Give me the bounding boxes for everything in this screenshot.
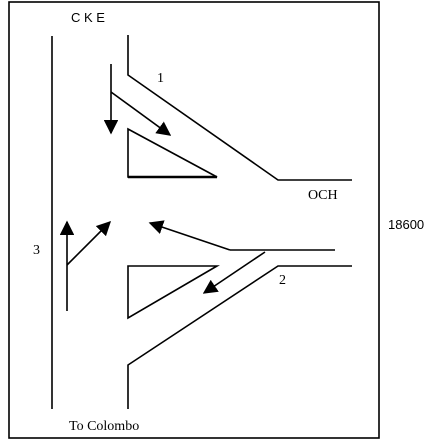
diagram-frame [8,1,380,439]
upper-island [127,127,218,178]
lower-island [127,265,220,320]
movement-label-3: 3 [33,243,40,258]
upper-road-edge [127,35,352,181]
lower-road-edge [127,265,352,409]
lane-line-turn [148,220,231,251]
east-road-label: OCH [308,188,338,203]
movement-3-turn-arrow [66,220,112,266]
movement-1-arrow [110,91,172,136]
outside-value: 18600 [388,217,424,232]
movement-label-2: 2 [279,273,286,288]
movement-label-1: 1 [157,71,164,86]
movement-2-arrow [202,251,266,294]
top-road-label: C K E [71,10,105,25]
south-road-label: To Colombo [69,419,139,434]
